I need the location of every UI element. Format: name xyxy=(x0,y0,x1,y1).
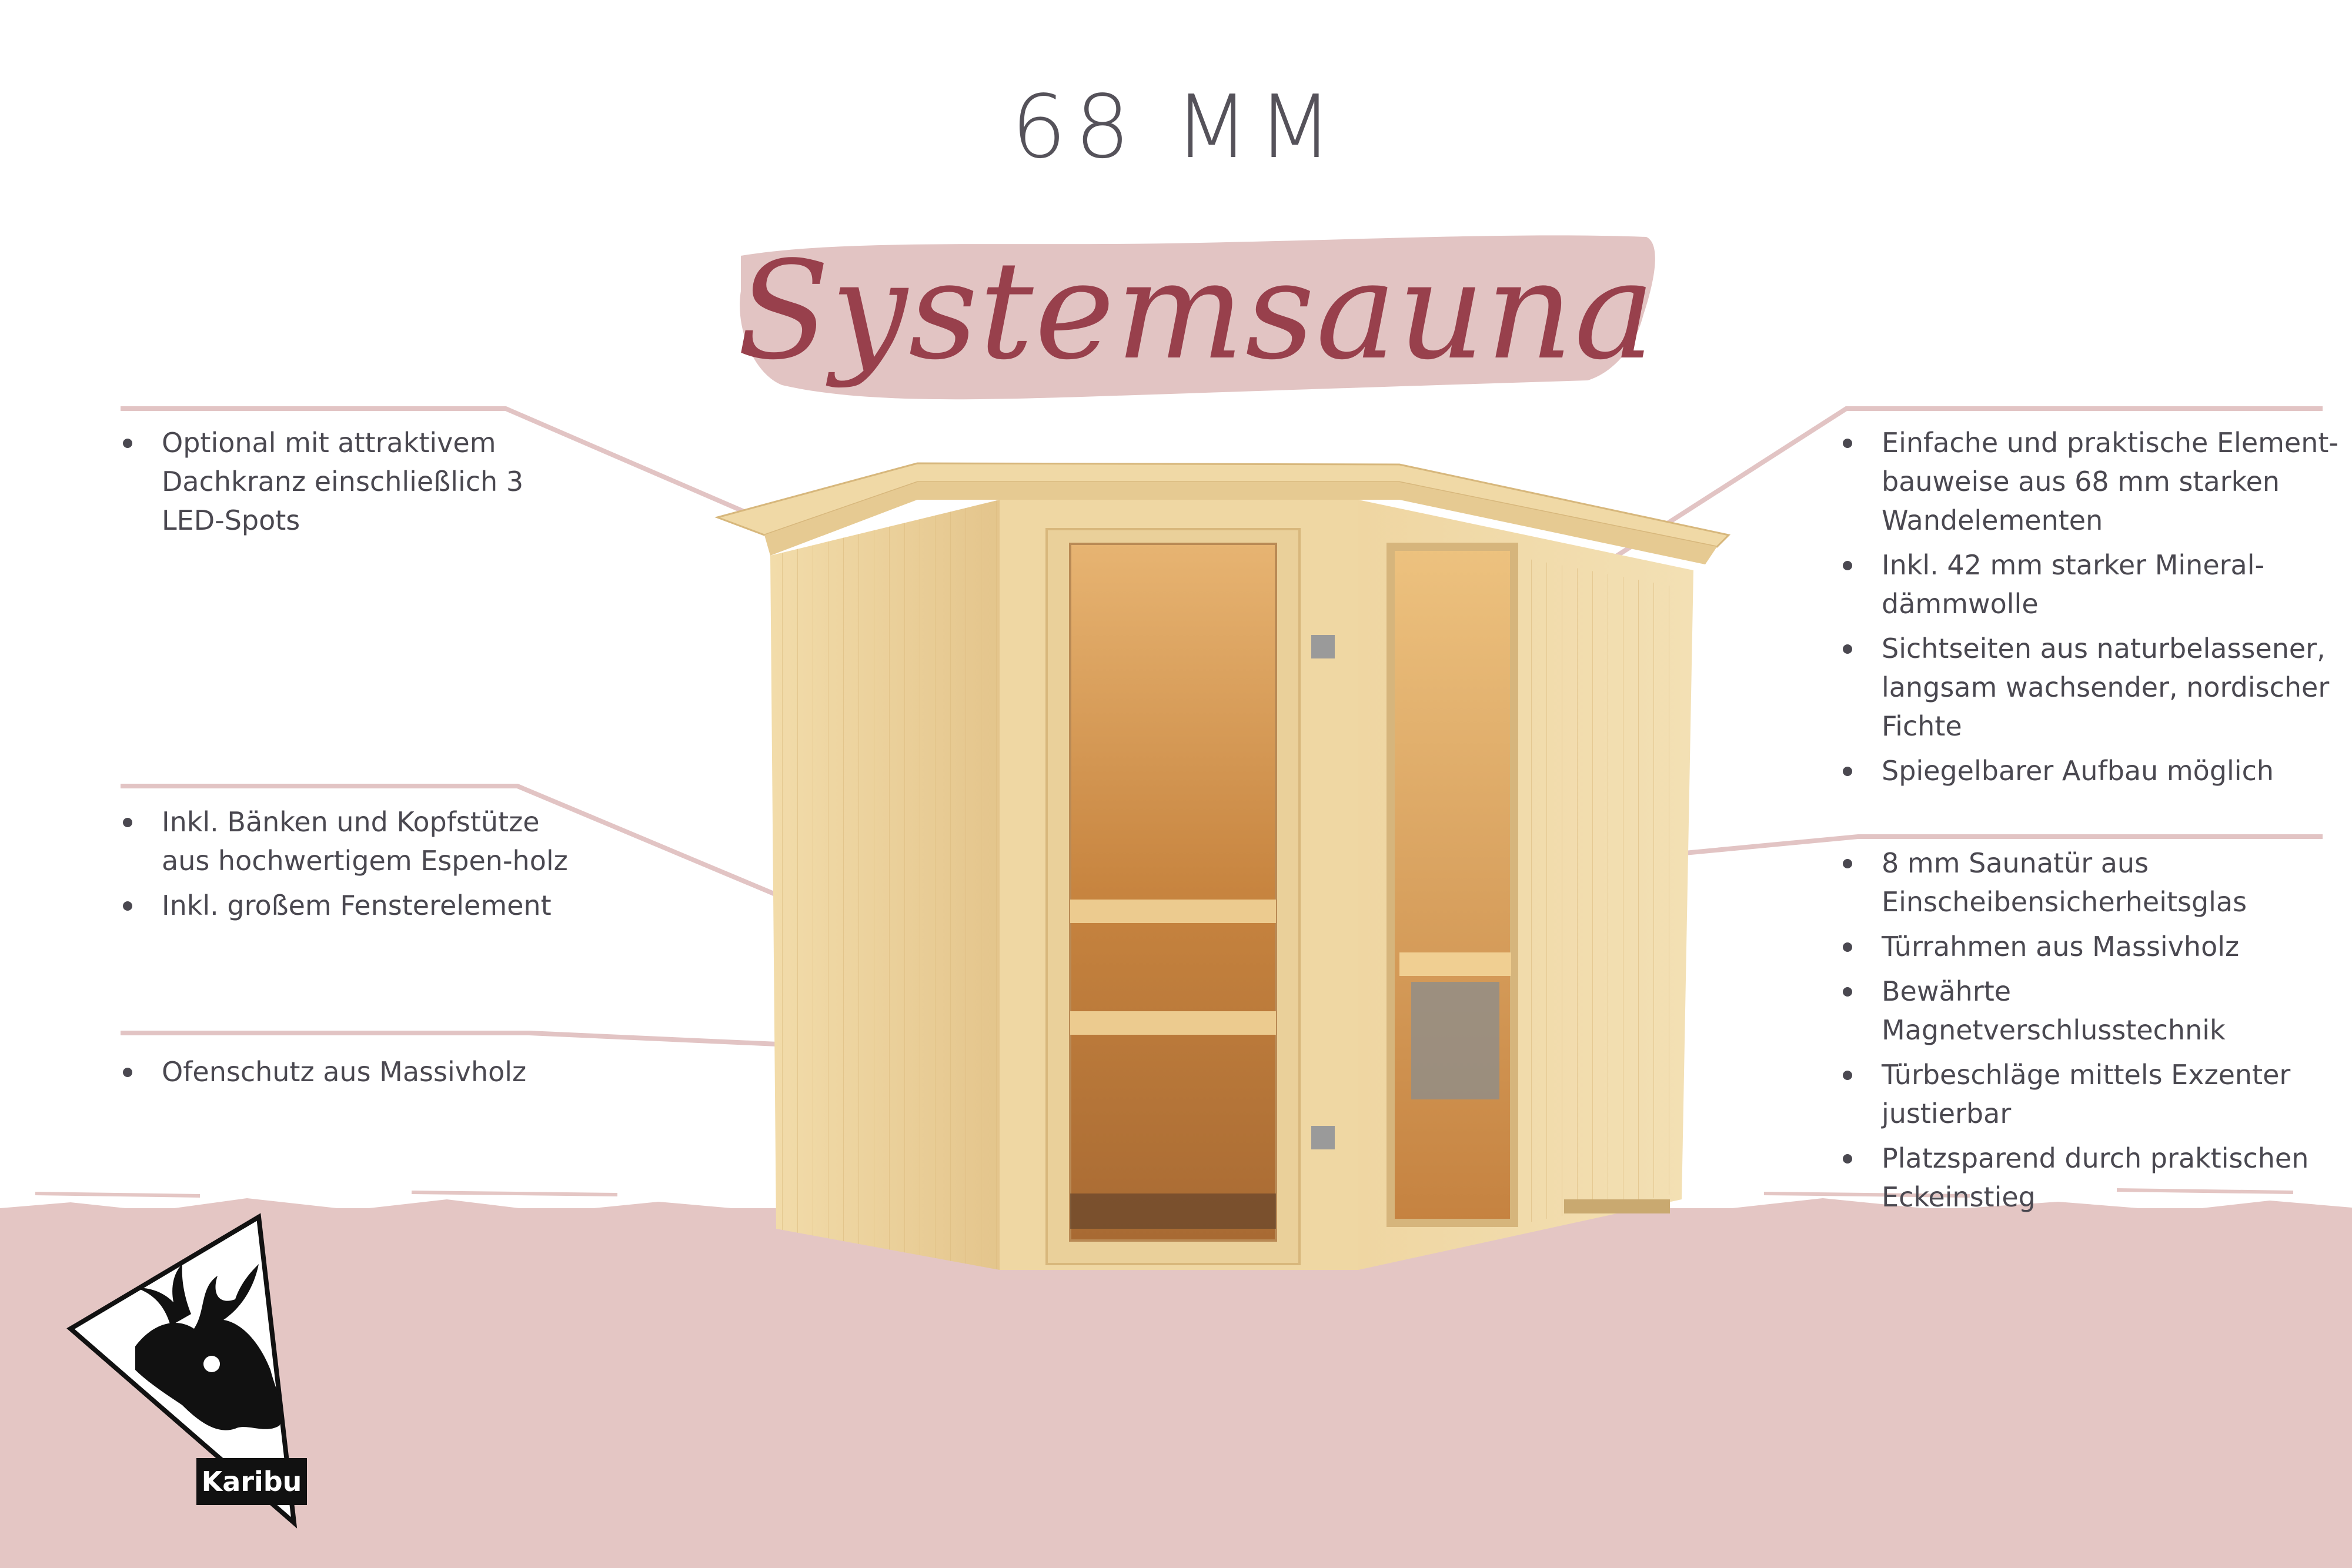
feature-item: Inkl. Bänken und Kopfstütze aus hochwert… xyxy=(121,803,591,880)
title-brush-stroke xyxy=(740,235,1655,400)
brand-logo-text: Karibu xyxy=(196,1458,307,1505)
feature-item: Sichtseiten aus naturbelassener, langsam… xyxy=(1840,629,2352,745)
reindeer-logo-icon xyxy=(66,1213,298,1529)
feature-item: Optional mit attraktivem Dachkranz einsc… xyxy=(121,423,579,540)
sauna-cabin-image xyxy=(714,462,1731,1270)
features-left-top: Optional mit attraktivem Dachkranz einsc… xyxy=(121,423,579,546)
feature-item: Ofenschutz aus Massivholz xyxy=(121,1052,591,1091)
feature-item: 8 mm Saunatür aus Einscheibensicherheits… xyxy=(1840,844,2352,921)
feature-item: Türrahmen aus Massivholz xyxy=(1840,927,2352,966)
feature-item: Bewährte Magnetverschlusstechnik xyxy=(1840,972,2352,1049)
product-title: Systemsauna xyxy=(737,233,1656,390)
feature-item: Inkl. großem Fensterelement xyxy=(121,886,591,925)
feature-item: Einfache und praktische Element-bauweise… xyxy=(1840,423,2352,540)
feature-item: Türbeschläge mittels Exzenter justierbar xyxy=(1840,1055,2352,1133)
features-left-middle: Inkl. Bänken und Kopfstütze aus hochwert… xyxy=(121,803,591,931)
wall-thickness-heading: 68 MM xyxy=(1011,76,1341,178)
features-right-top: Einfache und praktische Element-bauweise… xyxy=(1840,423,2352,796)
feature-item: Platzsparend durch praktischen Eckeinsti… xyxy=(1840,1139,2352,1216)
feature-item: Spiegelbarer Aufbau möglich xyxy=(1840,751,2352,790)
features-right-bottom: 8 mm Saunatür aus Einscheibensicherheits… xyxy=(1840,844,2352,1222)
feature-item: Inkl. 42 mm starker Mineral-dämmwolle xyxy=(1840,546,2352,623)
features-left-bottom: Ofenschutz aus Massivholz xyxy=(121,1052,591,1097)
